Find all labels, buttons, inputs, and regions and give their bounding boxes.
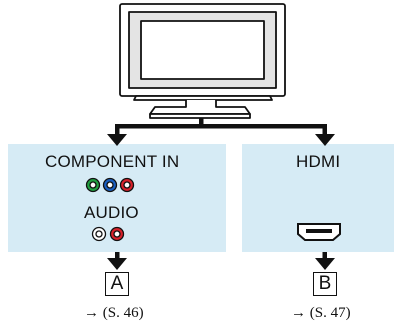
audio-label: AUDIO — [84, 203, 139, 222]
connector-b-label: B — [313, 272, 337, 296]
arrow-down-icon — [107, 258, 127, 270]
component-jacks — [85, 177, 135, 193]
arrow-down-icon — [315, 134, 335, 146]
lower-arrows — [107, 252, 335, 270]
arrow-down-icon — [315, 258, 335, 270]
audio-jacks — [91, 226, 125, 242]
arrow-down-icon — [107, 134, 127, 146]
connector-a-label: A — [105, 272, 129, 296]
hdmi-port-icon — [297, 223, 341, 241]
connection-lines — [107, 118, 335, 146]
hdmi-label: HDMI — [296, 152, 341, 171]
page-ref-left: → (S. 46) — [84, 305, 144, 321]
component-in-label: COMPONENT IN — [45, 152, 180, 171]
page-ref-right: → (S. 47) — [291, 305, 351, 321]
tv-icon — [119, 3, 286, 119]
